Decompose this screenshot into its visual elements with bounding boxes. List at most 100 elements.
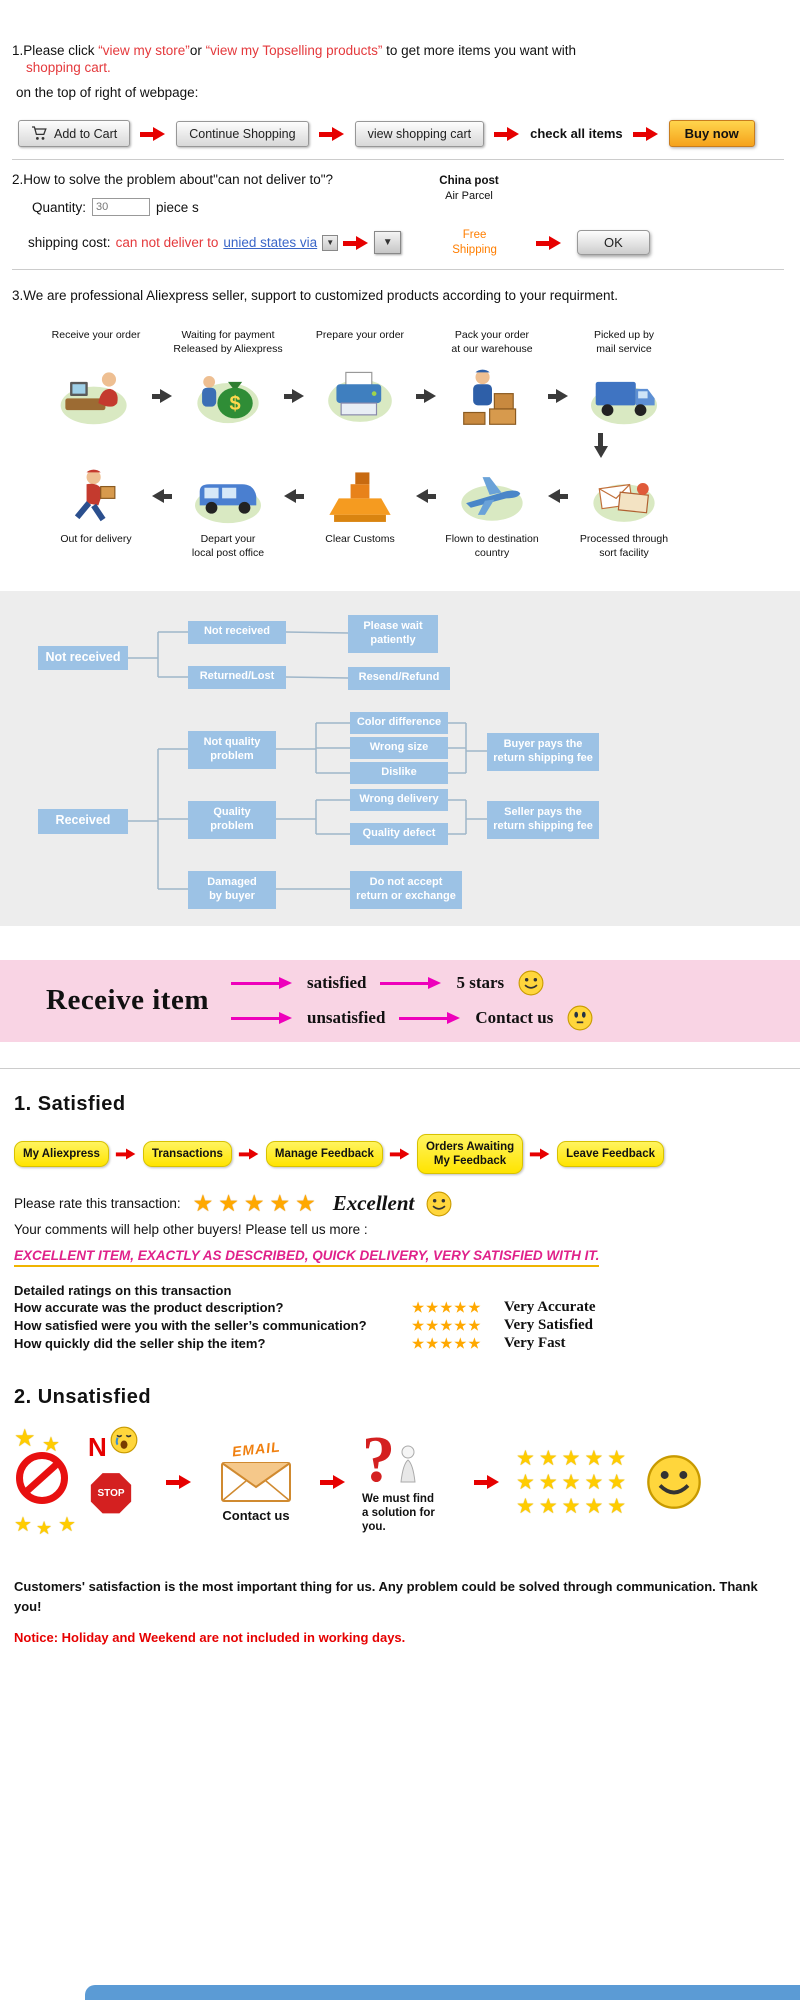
contact-us-caption: Contact us bbox=[222, 1508, 290, 1524]
step-label: Out for delivery bbox=[60, 533, 132, 546]
mail-van-icon bbox=[185, 463, 271, 529]
big-happy-smiley-icon bbox=[647, 1455, 701, 1510]
process-step: Depart your local post office bbox=[172, 463, 284, 560]
flow-dislike: Dislike bbox=[350, 761, 448, 784]
five-stars-label: 5 stars bbox=[456, 973, 505, 992]
process-step: Out for delivery bbox=[40, 463, 152, 547]
arrow-right-icon bbox=[115, 1148, 136, 1160]
flowchart-connector-lines bbox=[128, 630, 487, 890]
rating-row: How accurate was the product description… bbox=[14, 1299, 784, 1316]
china-post-label: China post Air Parcel bbox=[424, 174, 514, 203]
flow-buyer-pays: Buyer pays the return shipping fee bbox=[487, 732, 599, 771]
truck-icon bbox=[581, 363, 667, 429]
rating-stars[interactable]: ★★★★★ bbox=[412, 1335, 483, 1351]
arrow-left-icon bbox=[284, 489, 304, 503]
contact-us-step: EMAIL Contact us bbox=[208, 1439, 304, 1524]
nav-leave-feedback[interactable]: Leave Feedback bbox=[557, 1140, 664, 1168]
unsatisfied-flow: ★ ★ ★ ★ ★ N STOP EMAIL Contact us ? bbox=[14, 1421, 784, 1543]
stop-sign-icon: STOP bbox=[90, 1473, 132, 1514]
star-icon: ★ bbox=[36, 1518, 53, 1539]
stars-row: ★★★★★ bbox=[516, 1470, 631, 1494]
nav-manage-feedback[interactable]: Manage Feedback bbox=[265, 1140, 383, 1168]
process-step: Picked up by mail service bbox=[568, 329, 680, 429]
view-shopping-cart-button[interactable]: view shopping cart bbox=[354, 120, 485, 147]
satisfied-label: satisfied bbox=[306, 973, 367, 992]
comments-hint: Your comments will help other buyers! Pl… bbox=[14, 1222, 368, 1238]
money-bag-icon: $ bbox=[185, 363, 271, 429]
section-view-store: 1.Please click “view my store”or “view m… bbox=[0, 0, 800, 161]
five-star-rows: ★★★★★ ★★★★★ ★★★★★ bbox=[516, 1447, 630, 1518]
rating-stars[interactable]: ★★★★★ bbox=[192, 1190, 321, 1217]
section3-title: 3.We are professional Aliexpress seller,… bbox=[12, 288, 619, 304]
packing-worker-icon bbox=[449, 363, 535, 429]
nav-orders-awaiting-feedback[interactable]: Orders Awaiting My Feedback bbox=[416, 1133, 524, 1175]
step-label: Picked up by mail service bbox=[593, 329, 655, 355]
arrow-right-icon bbox=[320, 1475, 346, 1490]
contact-us-label: Contact us bbox=[475, 1008, 554, 1027]
example-comment: EXCELLENT ITEM, EXACTLY AS DESCRIBED, QU… bbox=[14, 1248, 600, 1268]
step-label: Receive your order bbox=[51, 329, 141, 342]
arrow-left-icon bbox=[416, 489, 436, 503]
quantity-input[interactable] bbox=[92, 198, 151, 217]
process-step: Prepare your order bbox=[304, 329, 416, 429]
quantity-label: Quantity: bbox=[32, 199, 87, 215]
cannot-deliver-text: can not deliver to bbox=[115, 235, 219, 251]
destination-link[interactable]: unied states via bbox=[223, 235, 318, 251]
step-label: Waiting for payment Released by Aliexpre… bbox=[173, 329, 283, 355]
arrow-right-icon bbox=[389, 1148, 410, 1160]
arrow-right-icon bbox=[632, 126, 659, 141]
arrow-right-icon bbox=[474, 1475, 500, 1490]
rate-label: Please rate this transaction: bbox=[14, 1196, 181, 1212]
intro-suffix: to get more items you want with bbox=[382, 43, 576, 58]
section2-title: 2.How to solve the problem about"can not… bbox=[12, 172, 334, 188]
add-to-cart-button[interactable]: Add to Cart bbox=[18, 120, 131, 148]
rating-stars[interactable]: ★★★★★ bbox=[412, 1317, 483, 1333]
next-section-top-bar bbox=[85, 1985, 800, 2000]
shopping-cart-line: shopping cart. bbox=[26, 60, 111, 76]
stars-row: ★★★★★ bbox=[516, 1494, 631, 1518]
ok-button[interactable]: OK bbox=[576, 230, 650, 256]
china-post-line1: China post bbox=[439, 175, 499, 188]
section-unsatisfied: 2. Unsatisfied ★ ★ ★ ★ ★ N STOP EMAIL Co… bbox=[0, 1352, 800, 1543]
arrow-right-icon bbox=[140, 126, 166, 141]
nav-transactions[interactable]: Transactions bbox=[142, 1140, 232, 1168]
destination-dropdown-icon[interactable]: ▼ bbox=[322, 234, 339, 251]
shipping-dropdown-button[interactable]: ▼ bbox=[374, 231, 402, 255]
rating-row: How satisfied were you with the seller’s… bbox=[14, 1317, 784, 1334]
rating-question: How accurate was the product description… bbox=[14, 1300, 284, 1316]
solution-step: ? We must find a solution for you. bbox=[362, 1426, 458, 1535]
arrow-right-icon bbox=[318, 126, 345, 141]
receive-item-title: Receive item bbox=[46, 984, 209, 1016]
arrow-right-icon bbox=[548, 389, 568, 404]
process-step: Clear Customs bbox=[304, 463, 416, 547]
arrow-right-icon bbox=[284, 389, 304, 404]
flow-color-difference: Color difference bbox=[350, 711, 448, 734]
divider bbox=[12, 268, 784, 270]
view-topselling-link[interactable]: “view my Topselling products” bbox=[205, 43, 383, 58]
view-my-store-link[interactable]: “view my store” bbox=[98, 43, 190, 58]
no-letter: N bbox=[88, 1432, 107, 1463]
intro-line-1: 1.Please click “view my store”or “view m… bbox=[12, 42, 784, 60]
check-all-items-label: check all items bbox=[530, 126, 623, 142]
process-down-row bbox=[40, 429, 690, 463]
rating-stars[interactable]: ★★★★★ bbox=[412, 1299, 483, 1315]
nav-my-aliexpress[interactable]: My Aliexpress bbox=[14, 1140, 109, 1168]
star-icon: ★ bbox=[42, 1434, 60, 1457]
shipping-row: shipping cost: can not deliver to unied … bbox=[28, 228, 784, 257]
process-step: Processed through sort facility bbox=[568, 463, 680, 560]
magenta-arrow-icon bbox=[230, 1011, 293, 1025]
flow-please-wait: Please wait patiently bbox=[348, 614, 438, 653]
flow-not-received-root: Not received bbox=[38, 645, 128, 670]
continue-shopping-button[interactable]: Continue Shopping bbox=[176, 120, 309, 147]
magenta-arrow-icon bbox=[399, 1011, 461, 1025]
divider bbox=[12, 159, 784, 161]
after-sale-flowchart: Not received Not received Returned/Lost … bbox=[0, 590, 800, 926]
satisfied-branch: satisfied 5 stars bbox=[230, 970, 593, 996]
flow-wrong-size: Wrong size bbox=[350, 736, 448, 759]
excellent-label: Excellent bbox=[332, 1191, 415, 1216]
buy-now-button[interactable]: Buy now bbox=[668, 120, 755, 148]
step-label: Prepare your order bbox=[315, 329, 405, 342]
customs-icon bbox=[317, 463, 403, 529]
printer-icon bbox=[317, 363, 403, 429]
flow-no-return: Do not accept return or exchange bbox=[350, 870, 462, 909]
